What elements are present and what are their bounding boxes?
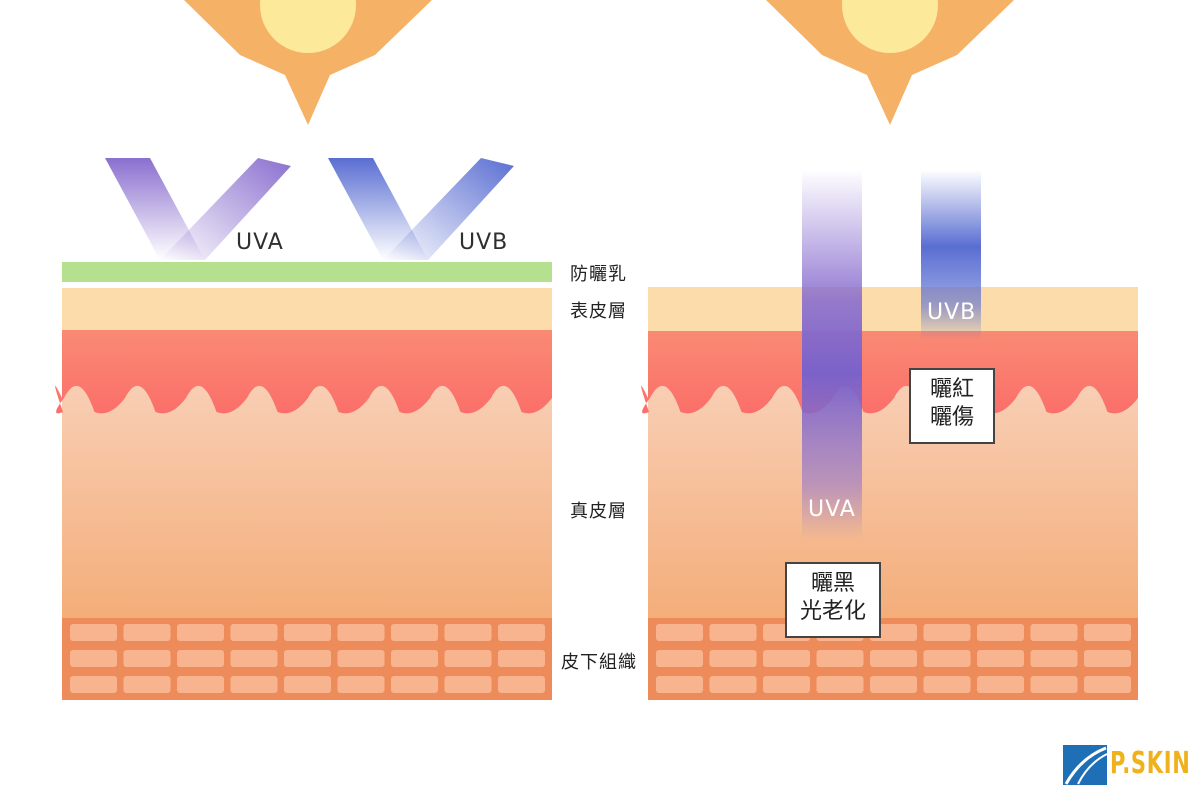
- fat-cell: [123, 676, 171, 693]
- fat-cell: [1084, 650, 1131, 667]
- fat-cell: [391, 624, 438, 641]
- fat-cell: [70, 650, 117, 667]
- fat-cell: [498, 624, 545, 641]
- fat-cell: [177, 650, 224, 667]
- fat-cell: [177, 624, 224, 641]
- fat-cell: [123, 624, 171, 641]
- fat-cell: [498, 650, 545, 667]
- fat-cell: [70, 624, 117, 641]
- uvb-beam: [921, 170, 981, 340]
- fat-cell: [870, 676, 917, 693]
- sun-icon-left: [184, 0, 432, 125]
- uvb-label-right: UVB: [927, 300, 977, 325]
- fat-cells-right: [656, 624, 1131, 693]
- pskin-logo-icon: [1063, 745, 1108, 785]
- fat-cell: [870, 650, 917, 667]
- uvb-effect-box: 曬紅 曬傷: [909, 368, 995, 444]
- dermis-papillae: [55, 330, 553, 414]
- uva-effect-line2: 光老化: [799, 599, 866, 624]
- fat-cell: [816, 650, 864, 667]
- fat-cell: [337, 650, 385, 667]
- sunscreen-layer: [62, 262, 552, 282]
- uva-label-right: UVA: [808, 497, 856, 522]
- uvb-effect-line1: 曬紅: [929, 377, 974, 402]
- fat-cell: [656, 624, 703, 641]
- uvb-reflection: [328, 158, 514, 260]
- fat-cell: [709, 650, 757, 667]
- fat-cell: [337, 624, 385, 641]
- sunscreen-label: 防曬乳: [570, 264, 627, 285]
- uva-effect-line1: 曬黑: [810, 571, 855, 596]
- fat-cell: [656, 676, 703, 693]
- sun-icon-right: [766, 0, 1014, 125]
- fat-cell: [977, 676, 1024, 693]
- fat-cell: [763, 676, 810, 693]
- fat-cell: [977, 624, 1024, 641]
- fat-cell: [1084, 624, 1131, 641]
- fat-cell: [656, 650, 703, 667]
- fat-cell: [1084, 676, 1131, 693]
- fat-cell: [498, 676, 545, 693]
- fat-cell: [816, 676, 864, 693]
- fat-cell: [1030, 650, 1078, 667]
- fat-cell: [1030, 624, 1078, 641]
- uva-beam: [802, 170, 862, 540]
- fat-cells: [70, 624, 545, 693]
- fat-cell: [709, 624, 757, 641]
- uva-effect-box: 曬黑 光老化: [785, 562, 881, 638]
- left-skin-cross-section: [55, 262, 553, 700]
- uva-label-left: UVA: [236, 230, 284, 255]
- dermis-papillae-right: [641, 331, 1138, 414]
- epidermis-label: 表皮層: [570, 301, 627, 322]
- uvb-label-left: UVB: [459, 230, 509, 255]
- fat-cell: [977, 650, 1024, 667]
- fat-cell: [870, 624, 917, 641]
- fat-cell: [763, 650, 810, 667]
- fat-cell: [923, 650, 971, 667]
- fat-cell: [123, 650, 171, 667]
- fat-cell: [709, 676, 757, 693]
- fat-cell: [337, 676, 385, 693]
- epidermis-layer: [62, 288, 552, 330]
- fat-cell: [284, 624, 331, 641]
- subcutaneous-label: 皮下組織: [561, 652, 637, 673]
- fat-cell: [391, 676, 438, 693]
- uvb-effect-line2: 曬傷: [929, 405, 974, 430]
- fat-cell: [1030, 676, 1078, 693]
- fat-cell: [923, 624, 971, 641]
- uva-reflection: [105, 158, 291, 260]
- fat-cell: [923, 676, 971, 693]
- fat-cell: [177, 676, 224, 693]
- fat-cell: [444, 624, 492, 641]
- fat-cell: [284, 676, 331, 693]
- fat-cell: [230, 650, 278, 667]
- epidermis-layer-right: [648, 287, 1138, 331]
- fat-cell: [230, 676, 278, 693]
- dermis-label: 真皮層: [570, 501, 627, 522]
- fat-cell: [444, 650, 492, 667]
- fat-cell: [230, 624, 278, 641]
- right-skin-cross-section: [641, 287, 1138, 700]
- fat-cell: [284, 650, 331, 667]
- logo-text: P.SKIN: [1110, 746, 1191, 781]
- fat-cell: [70, 676, 117, 693]
- fat-cell: [391, 650, 438, 667]
- fat-cell: [444, 676, 492, 693]
